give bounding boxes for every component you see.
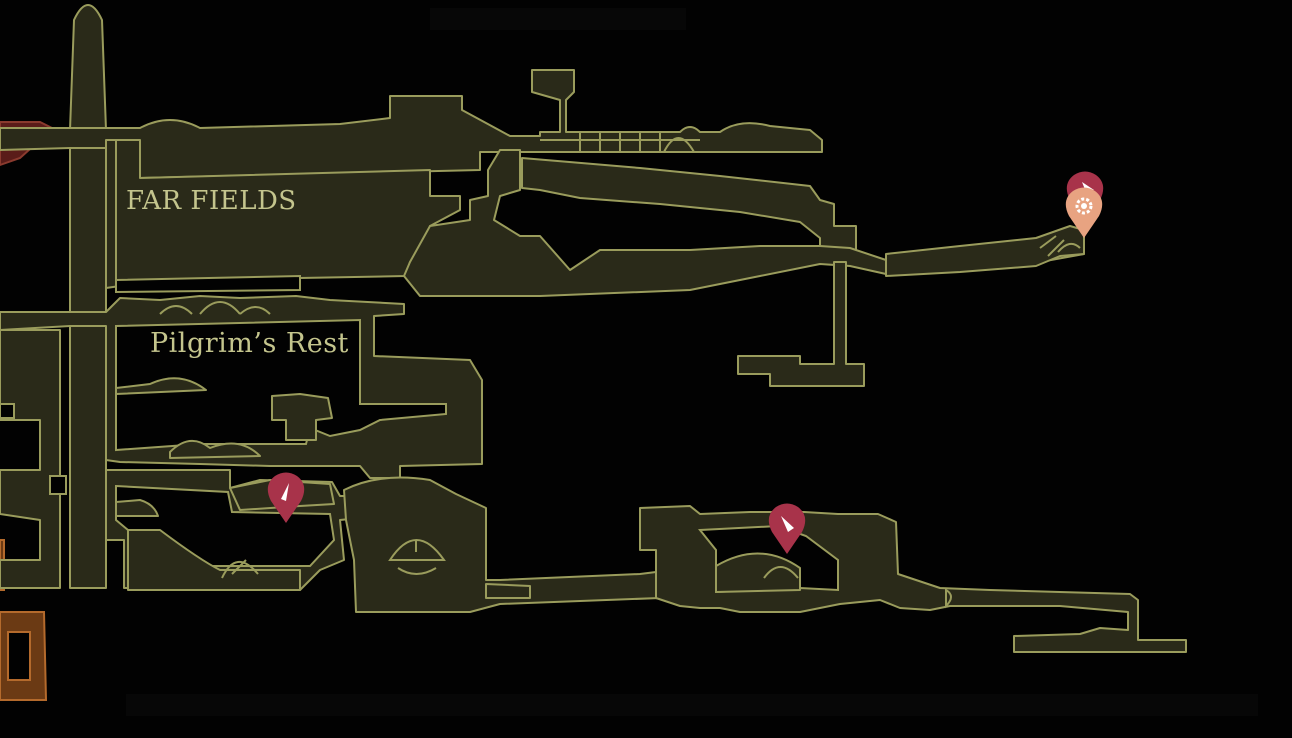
lower-west-floor <box>127 529 301 591</box>
bench-icon-right <box>763 566 799 579</box>
rest-ledge <box>115 377 207 395</box>
hanging-room <box>737 261 865 387</box>
area-label-far-fields: FAR FIELDS <box>126 186 297 216</box>
west-chamber <box>0 329 61 589</box>
bridge-detail <box>540 132 700 152</box>
rest-alcove <box>271 393 333 441</box>
east-gate-detail <box>1039 235 1081 257</box>
east-gate <box>945 588 952 609</box>
area-label-pilgrims-rest: Pilgrim’s Rest <box>150 328 349 359</box>
upper-corridor <box>0 69 823 179</box>
west-window-lower <box>49 475 67 495</box>
neighbor-region-orange <box>0 611 48 701</box>
east-lower-mound <box>715 552 801 593</box>
east-corridor <box>885 225 1085 277</box>
top-shade-band <box>430 8 686 30</box>
west-window <box>0 403 15 419</box>
central-chamber <box>403 149 1085 297</box>
map-pin-compass[interactable] <box>766 502 808 556</box>
cog-icon <box>1065 187 1103 238</box>
map-pin-compass[interactable] <box>265 471 307 525</box>
dome-hall <box>343 476 661 613</box>
map-pin-cog[interactable] <box>1063 186 1105 240</box>
bench-icon-left <box>221 559 259 579</box>
arch-detail <box>663 137 695 153</box>
compass-icon <box>768 503 806 554</box>
rest-arches <box>159 301 271 315</box>
rest-mounds <box>169 440 261 459</box>
compass-icon <box>267 472 305 523</box>
lower-west-shelf <box>115 499 159 517</box>
bottom-shade-band <box>126 694 1258 716</box>
dome-shell-icon <box>388 539 446 575</box>
small-gate-room <box>485 583 531 599</box>
vertical-shaft <box>69 4 107 589</box>
long-diagonal-room <box>521 157 857 251</box>
far-fields-interior <box>115 140 301 294</box>
